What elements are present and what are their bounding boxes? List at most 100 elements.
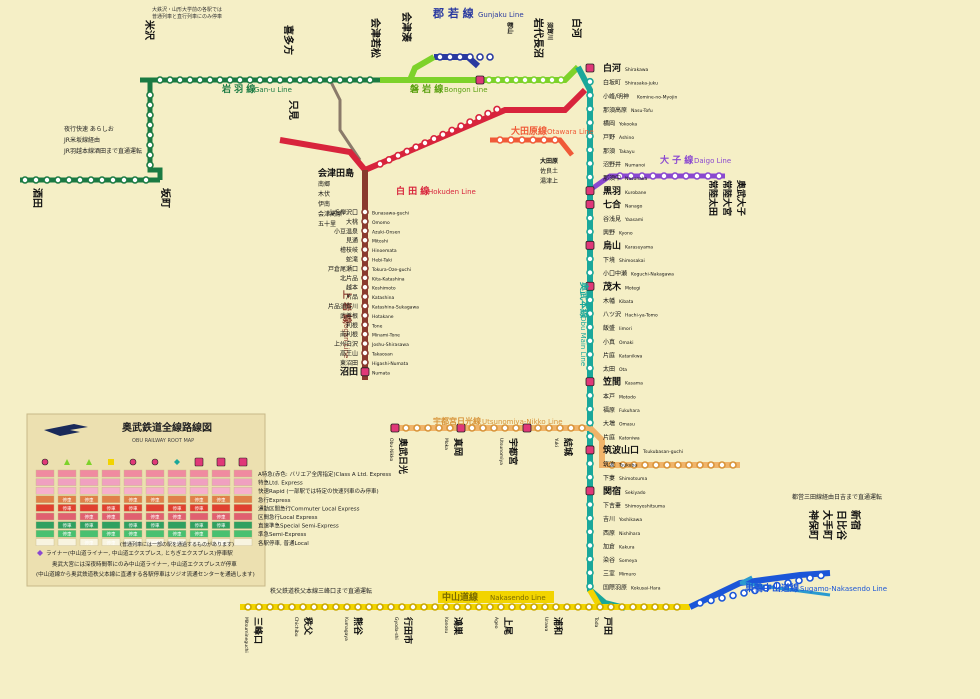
main-station-dot	[586, 132, 594, 141]
main-station-name: 染谷	[603, 556, 615, 564]
main-station-name: 戸野	[603, 133, 615, 141]
legend-cell	[189, 478, 209, 486]
legend-stop-label: 停車	[107, 539, 116, 546]
ganu-station-dot	[256, 76, 264, 84]
legend-cell	[145, 512, 165, 521]
otawara-station-dot	[529, 136, 537, 144]
gunjaku-line-en: Gunjaku Line	[478, 11, 524, 19]
legend-stop-label: 停車	[63, 496, 72, 503]
legend-cell	[189, 469, 209, 478]
main-station-name: 下妻	[603, 474, 615, 482]
legend-stop-label: 停車	[129, 496, 138, 503]
utsunomiya-station-name-en: Obu-Nikko	[388, 438, 394, 462]
daigo-station-dot	[682, 172, 690, 180]
legend-row-label: 直速準急Special Semi-Express	[258, 522, 339, 530]
main-station-name: 谷浅見	[603, 215, 621, 223]
main-station-name-en: Yoshikawa	[618, 517, 642, 523]
jogan-station-name-en: Takaosan	[371, 352, 393, 358]
utsunomiya-station-name: 結城	[562, 438, 574, 456]
main-line-jp: 奥武本線	[578, 281, 590, 318]
jogan-station-name-en: Higashi-Numata	[372, 361, 408, 367]
hokuden-station-name: 会津田島	[318, 167, 354, 179]
nakasendo-station-dot	[651, 603, 659, 611]
sugamo-station-name: 大手町	[821, 510, 834, 540]
legend-cell	[79, 538, 99, 546]
ganu-station-dot	[266, 76, 274, 84]
main-station-name: 福原	[603, 406, 615, 414]
utsunomiya-station-dot	[512, 424, 520, 432]
utsunomiya-station-dot	[522, 423, 532, 433]
track-ganu-branch	[328, 79, 362, 161]
nakasendo-station-dot	[607, 603, 615, 611]
ganu-station-dot	[156, 76, 164, 84]
ganu-station-dot	[316, 76, 324, 84]
legend-cell	[145, 521, 165, 529]
jogan-station-name: 見通	[346, 237, 358, 245]
legend-cell	[233, 487, 253, 495]
otawara-station-dot	[518, 136, 526, 144]
legend-stop-label: 停車	[63, 522, 72, 529]
main-station-name-en: Shirasaka-juku	[625, 81, 658, 87]
utsunomiya-station-dot	[556, 424, 564, 432]
legend-stop-label: 停車	[217, 522, 226, 529]
ganu-station-name: 会津若松	[369, 18, 382, 58]
legend-stop-label: 停車	[151, 514, 160, 521]
legend-cell	[57, 469, 77, 478]
nakasendo-station-name: 三峰口	[252, 617, 264, 644]
main-station-dot	[586, 227, 594, 236]
jogan-station-dot	[361, 320, 369, 329]
legend-symbol	[238, 457, 248, 467]
main-station-name-en: Shimosakai	[619, 258, 645, 264]
legend-row-label: A特急(赤色: バリエア全席指定)Class A Ltd. Express	[258, 470, 391, 478]
main-station-name: 下境	[603, 256, 615, 264]
legend-cell	[101, 478, 121, 486]
legend-cell	[145, 478, 165, 486]
legend-row-label: 快速Rapid (一部駅では特定の快速列車のみ停車)	[258, 487, 379, 495]
otawara-station-dot	[551, 136, 559, 144]
main-station-name: 白河	[603, 62, 621, 74]
main-station-name-en: Hachi-ya-Tomo	[625, 313, 658, 319]
jogan-station-name: 大桃	[346, 218, 358, 226]
sugamo-station-dot	[817, 571, 825, 580]
legend-cell	[145, 469, 165, 478]
daigo-station-name: 常陸太田	[707, 180, 719, 216]
hokuden-station-dot	[421, 139, 429, 147]
ganu-line-jp: 岩 羽 線	[221, 83, 255, 95]
track-bangon	[380, 54, 581, 83]
jogan-station-name-en: Hebi-Taki	[372, 258, 392, 264]
jogan-station-name-en: Bunasawa-guchi	[372, 211, 409, 217]
ganu-station-dot	[246, 76, 254, 84]
main-station-name-en: Fukuhara	[619, 408, 640, 414]
joganu-line-en: Jogan Line	[342, 321, 350, 358]
legend-cell	[101, 469, 121, 478]
legend-cell	[145, 504, 165, 512]
ganu-station-dot	[296, 76, 304, 84]
sugamo-station-dot	[729, 591, 737, 600]
legend-cell	[35, 504, 55, 512]
sugamo-station-dot	[707, 596, 715, 605]
legend-stop-label: 停車	[195, 531, 204, 538]
main-station-dot	[585, 281, 595, 291]
legend-symbol	[174, 459, 180, 465]
ganu-station-dot	[306, 76, 314, 84]
main-station-name: 笠間	[602, 376, 621, 388]
nakasendo-station-dot	[442, 603, 450, 611]
main-station-name-en: Omaki	[619, 340, 634, 346]
main-station-dot	[585, 486, 595, 496]
gunjaku-station-name: 須賀川	[546, 21, 554, 40]
nakasendo-station-dot	[530, 603, 538, 611]
ganu-station-dot	[98, 176, 106, 184]
bangon-station-dot	[530, 76, 538, 84]
ganu-station-name: 酒田	[31, 188, 44, 208]
ganu-station-dot	[54, 176, 62, 184]
main-station-name-en: Tsukuba	[618, 463, 637, 469]
jogan-station-name-en: Kita-Katashina	[372, 276, 405, 282]
hokuden-station-dot	[439, 130, 447, 139]
track-sugamo	[688, 570, 831, 610]
hokuden-station-dot	[403, 147, 411, 156]
jogan-station-name: 上州白沢	[334, 340, 358, 348]
jogan-station-dot	[361, 208, 369, 216]
main-station-dot	[586, 255, 594, 263]
